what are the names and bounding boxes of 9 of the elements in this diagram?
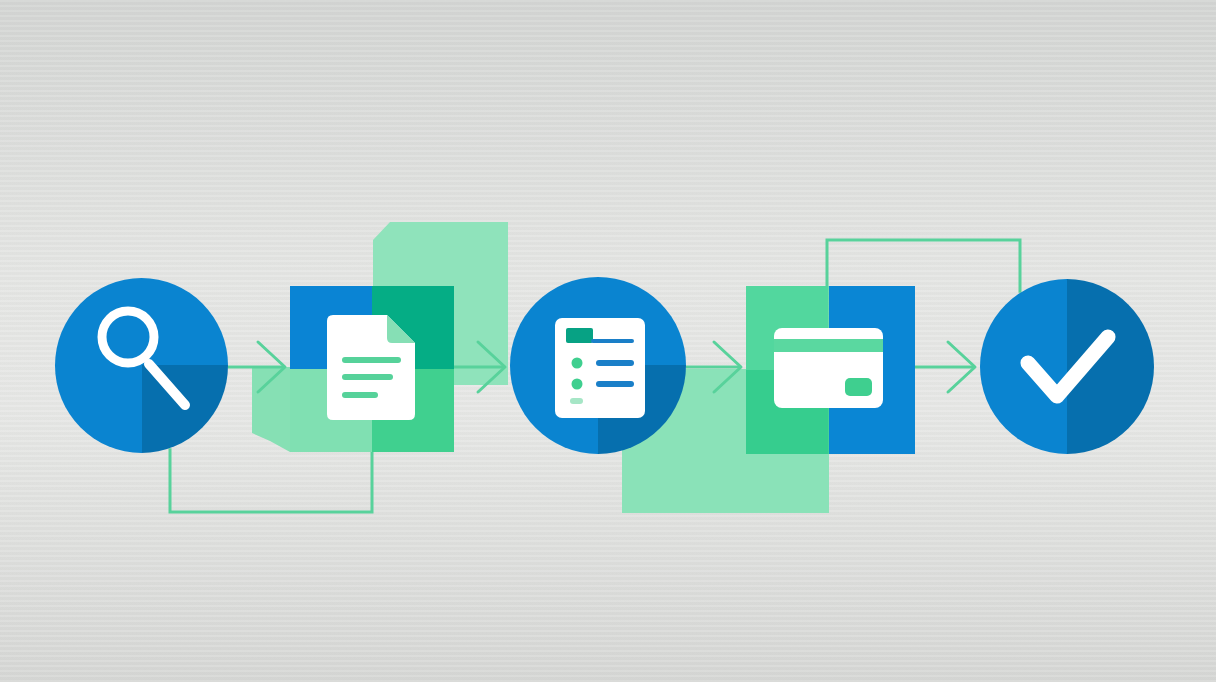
step-tile <box>290 286 454 452</box>
step-tile <box>746 286 915 454</box>
step-circle <box>510 277 686 454</box>
connector-line <box>825 238 1022 293</box>
arrow <box>686 340 743 394</box>
arrow <box>454 340 507 394</box>
arrow <box>915 340 977 394</box>
connector-line <box>168 448 374 514</box>
arrow <box>228 340 287 394</box>
